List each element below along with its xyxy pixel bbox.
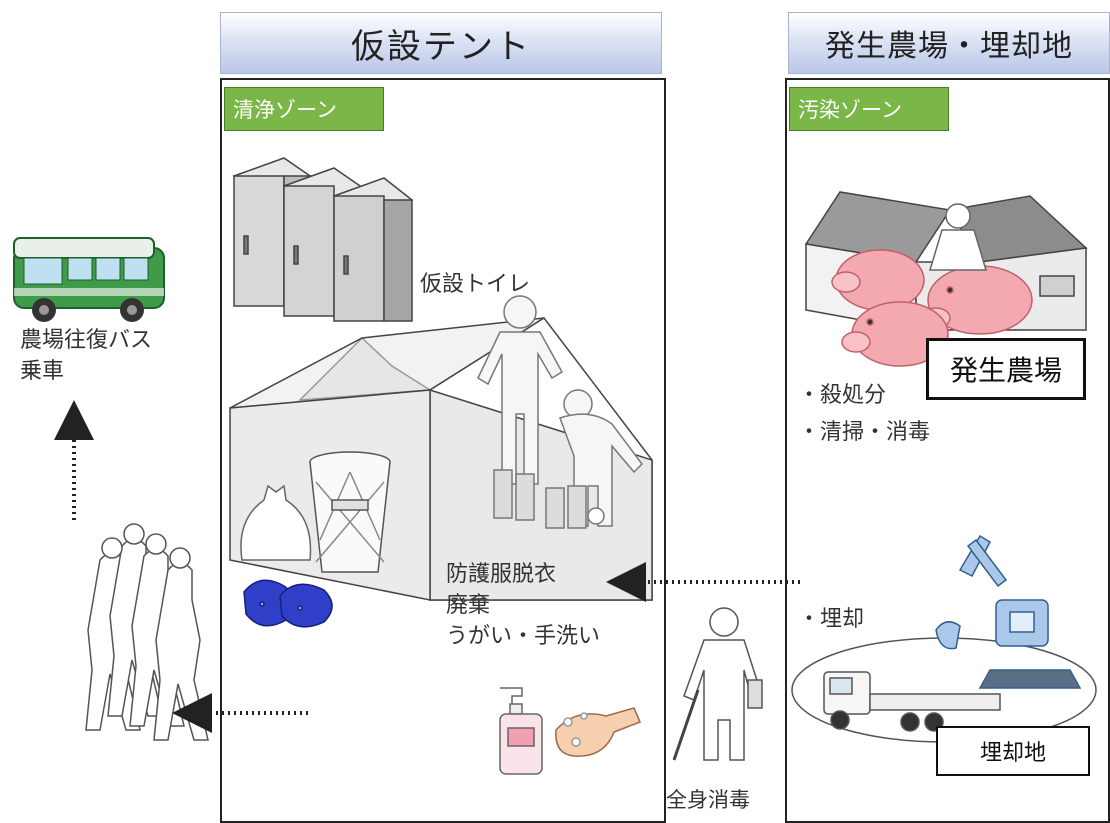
burial-label: ・埋却	[798, 607, 865, 632]
hand-sanitizer-icon	[499, 687, 543, 775]
workers-undressing-icon	[477, 295, 643, 529]
truck-icon	[823, 671, 1001, 732]
farm-box-label: 発生農場	[926, 338, 1086, 400]
full-disinfection-label: 全身消毒	[666, 788, 750, 812]
tent-header: 仮設テント	[220, 12, 662, 74]
undress-label: 防護服脱衣 廃棄 うがい・手洗い	[446, 560, 600, 652]
hand-washing-icon	[555, 707, 641, 757]
portable-toilet-icon	[232, 157, 414, 322]
disinfecting-worker-icon	[672, 607, 763, 761]
farm-header: 発生農場・埋却地	[788, 12, 1110, 74]
clean-zone-badge: 清浄ゾーン	[224, 87, 384, 131]
slippers-icon	[243, 579, 333, 628]
cleaning-label: ・清掃・消毒	[798, 420, 931, 445]
walking-people-icon	[85, 523, 209, 741]
excavator-icon	[935, 534, 1082, 689]
farm-worker-icon	[928, 203, 988, 271]
bus-icon	[13, 237, 165, 322]
toilet-label: 仮設トイレ	[420, 272, 531, 297]
undress-label-line1: 防護服脱衣	[446, 562, 557, 587]
contaminated-zone-badge: 汚染ゾーン	[789, 87, 949, 131]
undress-label-line2: 廃棄	[446, 592, 491, 618]
culling-label: ・殺処分	[798, 383, 887, 408]
garbage-bag-icon	[240, 484, 312, 561]
trash-bin-icon	[309, 451, 391, 573]
bus-label: 農場往復バス 乗車	[20, 326, 152, 388]
undress-label-line3: うがい・手洗い	[446, 623, 601, 649]
bus-label-line2: 乗車	[20, 358, 65, 384]
burial-box-label: 埋却地	[936, 726, 1090, 776]
bus-label-line1: 農場往復バス	[20, 328, 153, 353]
pigs-icon	[831, 249, 1033, 367]
